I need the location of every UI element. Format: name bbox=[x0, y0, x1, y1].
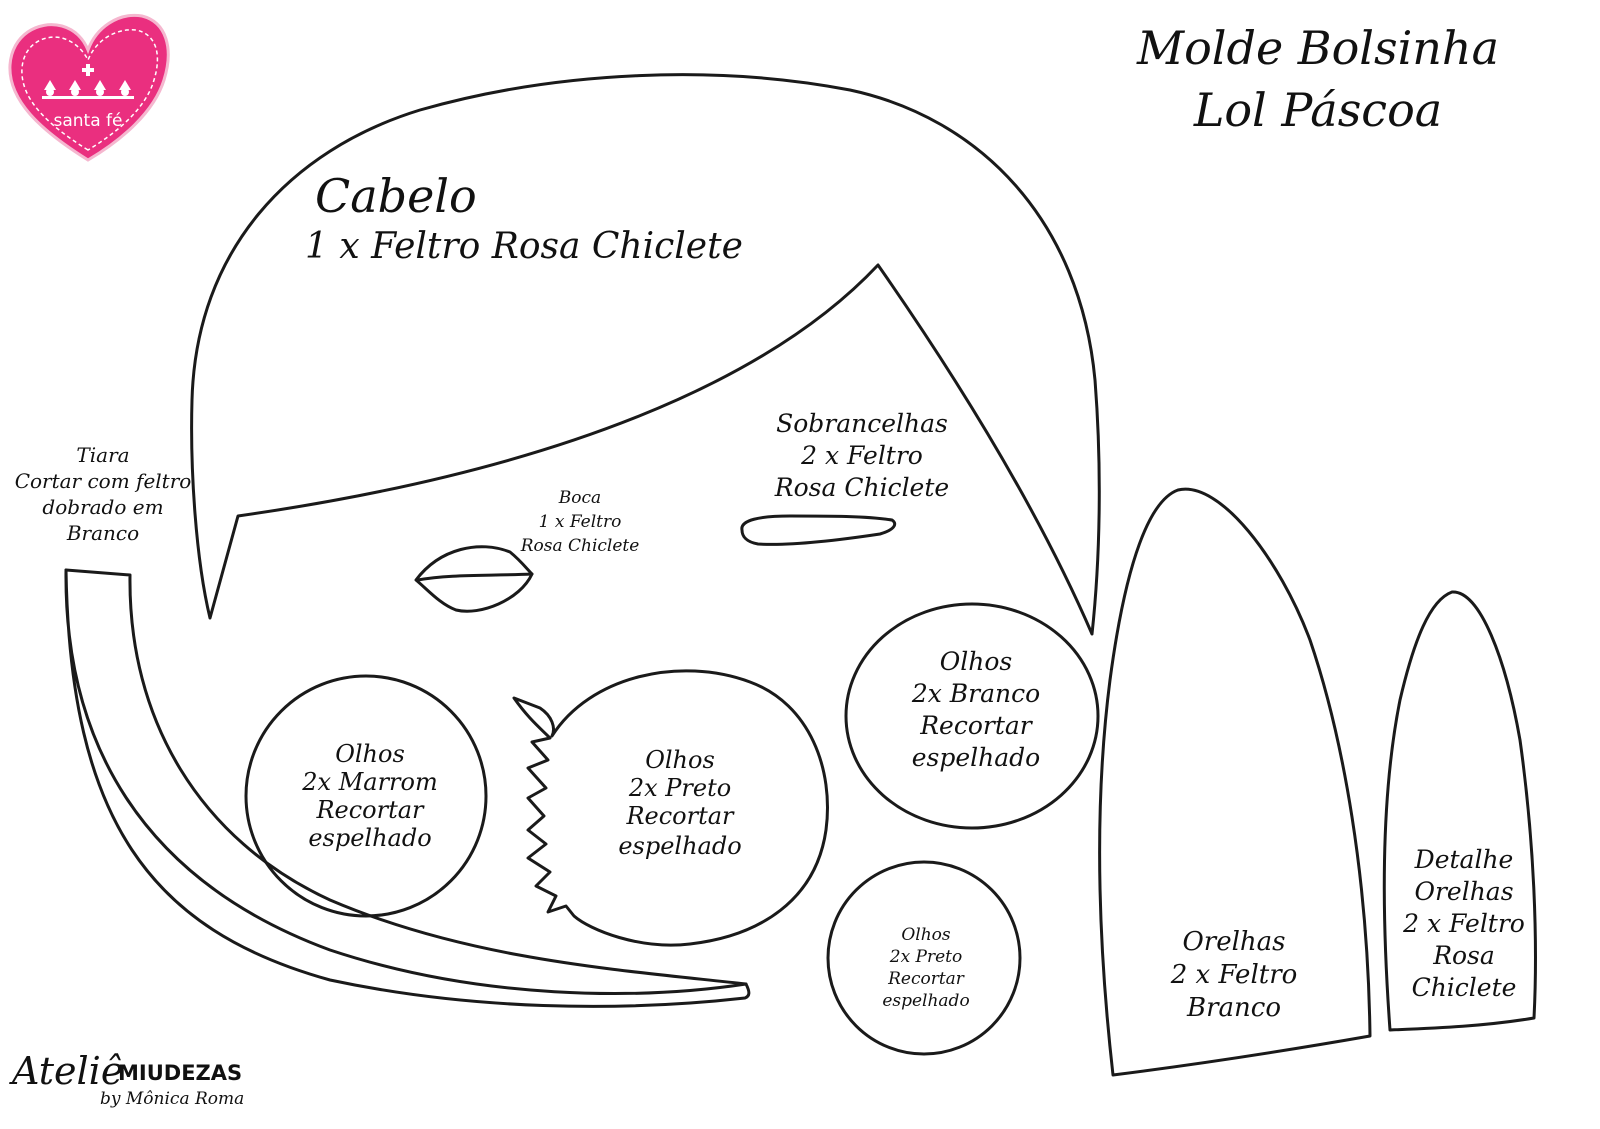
eye-black-large-label-line-3: Recortar bbox=[625, 802, 735, 830]
mouth-piece-line bbox=[416, 572, 534, 582]
mouth-label-line-2: 1 x Feltro bbox=[539, 512, 622, 532]
eye-black-small-label-line-2: 2x Preto bbox=[889, 947, 963, 967]
ear-piece-outline bbox=[1098, 487, 1372, 1077]
heart-crown-logo: santa fé bbox=[8, 13, 170, 162]
eye-brown-label-line-3: Recortar bbox=[315, 796, 425, 824]
ear-detail-piece-label: Detalhe Orelhas 2 x Feltro Rosa Chiclete bbox=[1402, 845, 1525, 1002]
page-title-line1: Molde Bolsinha bbox=[1136, 21, 1499, 75]
tiara-label-line-2: Cortar com feltro bbox=[15, 469, 192, 493]
signature-byline: by Mônica Roma bbox=[100, 1089, 244, 1109]
signature-name: Ateliê bbox=[9, 1049, 123, 1093]
ear-detail-piece-outline bbox=[1382, 590, 1537, 1032]
eye-brown-piece-label: Olhos 2x Marrom Recortar espelhado bbox=[301, 740, 437, 852]
tiara-piece-outline bbox=[64, 568, 751, 1008]
eye-white-label-line-4: espelhado bbox=[912, 743, 1040, 772]
eyebrow-piece-label: Sobrancelhas 2 x Feltro Rosa Chiclete bbox=[774, 409, 949, 502]
mouth-label-line-3: Rosa Chiclete bbox=[520, 536, 640, 556]
eyebrow-label-line-3: Rosa Chiclete bbox=[774, 473, 949, 502]
eye-black-large-label-line-1: Olhos bbox=[645, 746, 715, 774]
eye-black-small-piece-outline bbox=[826, 860, 1022, 1056]
tiara-label-line-1: Tiara bbox=[76, 443, 129, 467]
crown-icon bbox=[42, 64, 134, 99]
ear-detail-label-line-5: Chiclete bbox=[1412, 973, 1517, 1002]
signature-name-2: MIUDEZAS bbox=[118, 1061, 242, 1085]
eye-black-large-piece-label: Olhos 2x Preto Recortar espelhado bbox=[618, 746, 741, 860]
eyebrow-piece-outline bbox=[740, 514, 897, 546]
eye-brown-piece-outline bbox=[244, 674, 488, 918]
eye-black-small-label-line-4: espelhado bbox=[882, 991, 969, 1011]
eye-black-large-label-line-2: 2x Preto bbox=[628, 774, 731, 802]
eye-brown-label-line-1: Olhos bbox=[335, 740, 405, 768]
ear-detail-label-line-1: Detalhe bbox=[1414, 845, 1514, 874]
tiara-piece-label: Tiara Cortar com feltro dobrado em Branc… bbox=[15, 443, 192, 545]
tiara-fold-outline bbox=[64, 568, 748, 986]
atelier-signature-logo: Ateliê MIUDEZAS by Mônica Roma bbox=[9, 1049, 244, 1109]
ear-label-line-2: 2 x Feltro bbox=[1170, 960, 1298, 990]
tiara-label-line-4: Branco bbox=[66, 521, 139, 545]
eye-black-small-piece-label: Olhos 2x Preto Recortar espelhado bbox=[882, 925, 969, 1011]
ear-detail-label-line-2: Orelhas bbox=[1414, 877, 1513, 906]
eye-black-small-label-line-3: Recortar bbox=[887, 969, 965, 989]
eye-black-small-label-line-1: Olhos bbox=[901, 925, 951, 945]
ear-detail-label-line-4: Rosa bbox=[1432, 941, 1495, 970]
ear-label-line-3: Branco bbox=[1186, 993, 1281, 1023]
eye-black-large-label-line-4: espelhado bbox=[618, 832, 741, 860]
logo-brand: santa fé bbox=[54, 111, 123, 131]
eye-brown-label-line-4: espelhado bbox=[308, 824, 431, 852]
eye-white-label-line-3: Recortar bbox=[919, 711, 1034, 740]
hair-piece-spec: 1 x Feltro Rosa Chiclete bbox=[305, 226, 743, 267]
eyebrow-label-line-1: Sobrancelhas bbox=[776, 409, 948, 438]
eye-white-piece-label: Olhos 2x Branco Recortar espelhado bbox=[911, 647, 1040, 772]
ear-label-line-1: Orelhas bbox=[1182, 927, 1285, 957]
eye-white-label-line-2: 2x Branco bbox=[911, 679, 1040, 708]
eye-white-piece-outline bbox=[844, 602, 1100, 830]
ear-piece-label: Orelhas 2 x Feltro Branco bbox=[1170, 927, 1298, 1023]
hair-piece-outline bbox=[190, 73, 1101, 636]
eyebrow-label-line-2: 2 x Feltro bbox=[800, 441, 923, 470]
ear-detail-label-line-3: 2 x Feltro bbox=[1402, 909, 1525, 938]
hair-piece-name: Cabelo bbox=[315, 169, 477, 223]
mouth-label-line-1: Boca bbox=[558, 488, 601, 508]
eye-black-large-piece-outline bbox=[512, 669, 829, 947]
mouth-piece-label: Boca 1 x Feltro Rosa Chiclete bbox=[520, 488, 640, 556]
eye-white-label-line-1: Olhos bbox=[940, 647, 1012, 676]
eye-brown-label-line-2: 2x Marrom bbox=[301, 768, 437, 796]
tiara-label-line-3: dobrado em bbox=[42, 495, 163, 519]
page-title-line2: Lol Páscoa bbox=[1193, 83, 1442, 137]
